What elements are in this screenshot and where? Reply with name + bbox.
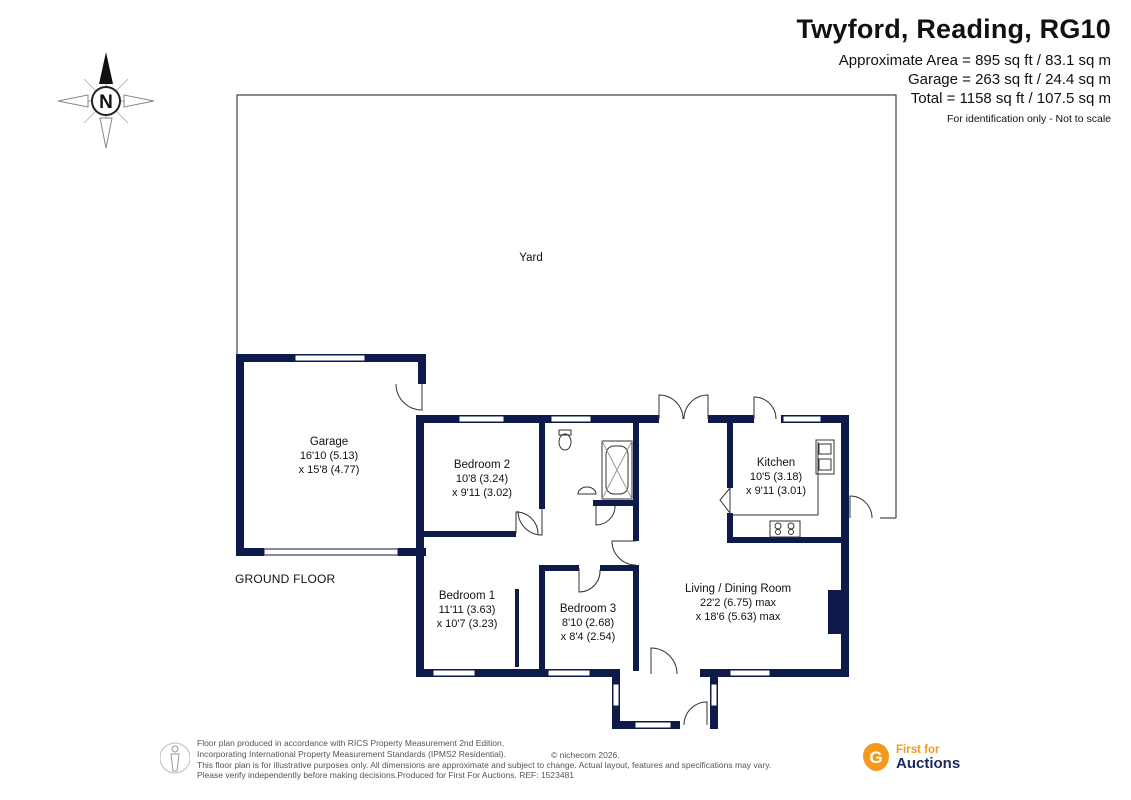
footer-line: Incorporating International Property Mea…	[197, 748, 506, 759]
door-swings	[395, 383, 873, 726]
room-name: Bedroom 2	[453, 459, 511, 471]
basin-icon	[577, 486, 597, 495]
room-name: Bedroom 1	[438, 590, 496, 602]
bath-icon	[601, 440, 633, 500]
room-dim: x 9'11 (3.02)	[452, 487, 512, 499]
room-name: Bedroom 3	[559, 603, 617, 615]
footer-copyright: © nichecom 2026.	[551, 750, 620, 760]
room-name: Living / Dining Room	[684, 583, 792, 595]
room-label-kitchen: Kitchen 10'5 (3.18) x 9'11 (3.01)	[746, 456, 806, 498]
toilet-icon	[558, 433, 572, 451]
room-dim: x 10'7 (3.23)	[436, 618, 498, 630]
room-dim: x 15'8 (4.77)	[298, 464, 360, 476]
brand-line-1: First for	[896, 744, 940, 756]
brand-logo: G First for Auctions	[862, 742, 960, 772]
room-dim: x 8'4 (2.54)	[560, 631, 616, 643]
header: Twyford, Reading, RG10 Approximate Area …	[797, 14, 1111, 125]
footer-disclaimer: Floor plan produced in accordance with R…	[197, 738, 771, 781]
room-label-garage: Garage 16'10 (5.13) x 15'8 (4.77)	[299, 435, 360, 477]
footer-line: Please verify independently before makin…	[197, 770, 575, 781]
brand-line-2: Auctions	[896, 755, 961, 772]
compass-icon: N	[57, 52, 155, 149]
person-icon	[159, 741, 191, 780]
room-dim: 10'5 (3.18)	[749, 471, 803, 483]
room-dim: 11'11 (3.63)	[438, 604, 496, 616]
footer-line: This floor plan is for illustrative purp…	[197, 759, 772, 770]
footer-line: Floor plan produced in accordance with R…	[197, 738, 505, 748]
room-dim: 16'10 (5.13)	[299, 450, 359, 462]
yard-outline	[236, 94, 897, 518]
room-dim: 22'2 (6.75) max	[699, 597, 777, 609]
room-dim: 8'10 (2.68)	[561, 617, 615, 629]
room-name: Kitchen	[756, 457, 796, 469]
page-title: Twyford, Reading, RG10	[796, 14, 1111, 44]
floor-label: GROUND FLOOR	[235, 572, 336, 586]
room-dim: x 9'11 (3.01)	[746, 485, 806, 497]
windows	[263, 354, 822, 729]
scale-note: For identification only - Not to scale	[947, 113, 1111, 125]
room-label-bedroom-3: Bedroom 3 8'10 (2.68) x 8'4 (2.54)	[560, 602, 616, 644]
room-name: Garage	[309, 436, 349, 448]
room-dim: 10'8 (3.24)	[455, 473, 509, 485]
room-label-bedroom-1: Bedroom 1 11'11 (3.63) x 10'7 (3.23)	[437, 589, 498, 631]
room-label-living-dining: Living / Dining Room 22'2 (6.75) max x 1…	[685, 582, 791, 624]
room-label-bedroom-2: Bedroom 2 10'8 (3.24) x 9'11 (3.02)	[452, 458, 512, 500]
approx-area-line: Approximate Area = 895 sq ft / 83.1 sq m	[838, 52, 1111, 69]
total-area-line: Total = 1158 sq ft / 107.5 sq m	[910, 90, 1111, 107]
fixtures	[558, 429, 835, 538]
room-name: Yard	[519, 252, 543, 264]
room-dim: x 18'6 (5.63) max	[695, 611, 781, 623]
hob-icon	[769, 520, 801, 538]
sink-icon	[815, 439, 835, 475]
compass-letter: N	[99, 92, 113, 113]
garage-area-line: Garage = 263 sq ft / 24.4 sq m	[907, 71, 1111, 88]
svg-text:G: G	[869, 748, 882, 767]
brand-mark-icon: G	[863, 743, 889, 771]
room-label-yard: Yard	[519, 251, 542, 265]
